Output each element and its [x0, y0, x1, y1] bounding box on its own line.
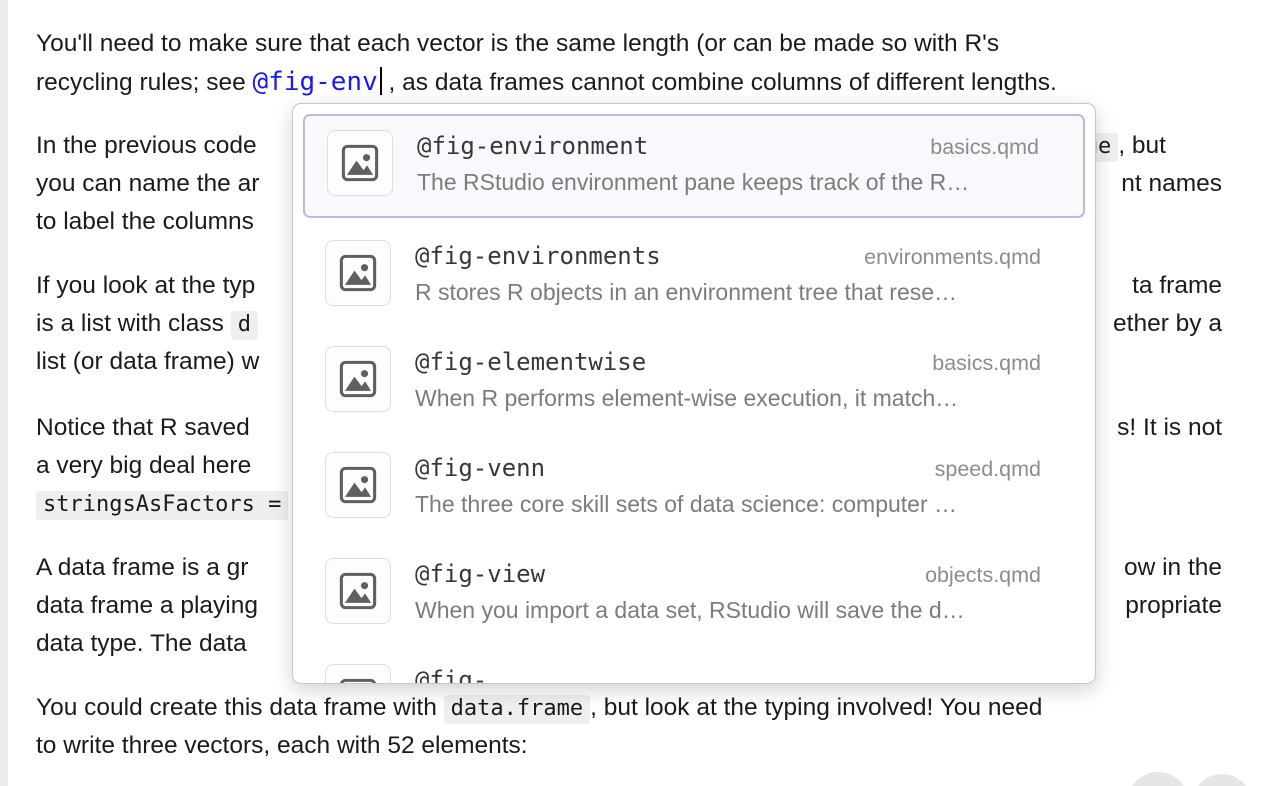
text-line: to label the columns — [36, 203, 1222, 241]
text-fragment: you can name the ar — [36, 170, 260, 197]
item-file: basics.qmd — [932, 351, 1041, 375]
item-label: @fig-elementwise — [415, 348, 647, 376]
image-icon — [327, 130, 393, 196]
text-fragment: data type. The data — [36, 630, 247, 657]
text-fragment: In the previous code — [36, 132, 257, 159]
item-file: speed.qmd — [934, 457, 1041, 481]
item-body: @fig-view objects.qmd When you import a … — [415, 558, 1041, 624]
item-body: @fig-venn speed.qmd The three core skill… — [415, 452, 1041, 518]
text-fragment: recycling rules; see @fig-env , as data … — [36, 63, 1057, 102]
text-line: a very big deal here — [36, 447, 1222, 485]
text-fragment: data frame a playing — [36, 592, 258, 619]
autocomplete-item-partial[interactable]: @fig- — [293, 648, 1095, 684]
text-line: data type. The data — [36, 625, 1222, 663]
text-fragment: , but — [1118, 132, 1166, 159]
item-body: @fig-elementwise basics.qmd When R perfo… — [415, 346, 1041, 412]
floating-button-left[interactable] — [1127, 772, 1189, 786]
text-line: recycling rules; see @fig-env , as data … — [36, 63, 1222, 102]
text-line: If you look at the typ ta frame — [36, 267, 1222, 305]
text-fragment: ether by a — [1113, 310, 1222, 337]
item-description: The three core skill sets of data scienc… — [415, 491, 958, 517]
text-fragment: a very big deal here — [36, 452, 252, 479]
text-fragment: to label the columns — [36, 208, 254, 235]
autocomplete-item-fig-environment[interactable]: @fig-environment basics.qmd The RStudio … — [303, 114, 1085, 218]
figure-reference-typed: @fig-env — [252, 67, 378, 97]
text-line: Notice that R saved s! It is not — [36, 409, 1222, 447]
text-fragment: A data frame is a gr — [36, 554, 249, 581]
text-fragment: You could create this data frame with da… — [36, 689, 1042, 728]
text-fragment: , but look at the typing involved! You n… — [590, 694, 1043, 721]
item-label: @fig-environment — [417, 132, 649, 160]
text-fragment: If you look at the typ — [36, 272, 256, 299]
autocomplete-item-fig-venn[interactable]: @fig-venn speed.qmd The three core skill… — [293, 436, 1095, 542]
text-fragment: is a list with class d — [36, 305, 258, 344]
text-fragment: ow in the — [1123, 554, 1222, 581]
item-file: environments.qmd — [864, 245, 1041, 269]
image-icon — [325, 346, 391, 412]
text-fragment: Notice that R saved — [36, 414, 250, 441]
image-icon — [325, 664, 391, 683]
text-line: A data frame is a gr ow in the — [36, 549, 1222, 587]
item-label: @fig-view — [415, 560, 546, 588]
item-body: @fig-environments environments.qmd R sto… — [415, 240, 1041, 306]
item-description: When you import a data set, RStudio will… — [415, 597, 965, 623]
text-line: to write three vectors, each with 52 ele… — [36, 727, 1222, 765]
text-line: data frame a playing propriate — [36, 587, 1222, 625]
item-file: basics.qmd — [930, 135, 1039, 159]
item-body: @fig-environment basics.qmd The RStudio … — [417, 130, 1039, 196]
text-fragment: nt names — [1121, 170, 1222, 197]
image-icon — [325, 240, 391, 306]
floating-button-right[interactable] — [1192, 774, 1252, 786]
text-line: You'll need to make sure that each vecto… — [36, 25, 1222, 63]
text-fragment: propriate — [1125, 592, 1222, 619]
autocomplete-item-fig-environments[interactable]: @fig-environments environments.qmd R sto… — [293, 224, 1095, 330]
text-line: you can name the ar nt names — [36, 165, 1222, 203]
text-fragment: s! It is not — [1117, 414, 1222, 441]
item-label: @fig-environments — [415, 242, 661, 270]
autocomplete-item-fig-view[interactable]: @fig-view objects.qmd When you import a … — [293, 542, 1095, 648]
text-fragment: list (or data frame) w — [36, 348, 260, 375]
text-fragment: You'll need to make sure that each vecto… — [36, 30, 1000, 57]
text-line: stringsAsFactors = — [36, 485, 1222, 524]
reference-autocomplete-popup: @fig-environment basics.qmd The RStudio … — [292, 103, 1096, 684]
text-fragment: stringsAsFactors = — [36, 485, 289, 524]
item-file: objects.qmd — [925, 563, 1041, 587]
inline-code: data.frame — [443, 695, 591, 724]
text-fragment: , as data frames cannot combine columns … — [381, 69, 1057, 96]
text-line: You could create this data frame with da… — [36, 689, 1222, 728]
window-edge — [0, 0, 8, 786]
image-icon — [325, 558, 391, 624]
text-line: list (or data frame) w — [36, 343, 1222, 381]
item-label: @fig- — [415, 666, 488, 684]
inline-code: d — [230, 311, 258, 340]
image-icon — [325, 452, 391, 518]
text-fragment: recycling rules; see — [36, 69, 253, 96]
text-fragment: to write three vectors, each with 52 ele… — [36, 732, 528, 759]
item-description: The RStudio environment pane keeps track… — [417, 169, 970, 195]
text-fragment: You could create this data frame with — [36, 694, 444, 721]
item-label: @fig-venn — [415, 454, 546, 482]
text-line: is a list with class d ether by a — [36, 305, 1222, 344]
autocomplete-item-fig-elementwise[interactable]: @fig-elementwise basics.qmd When R perfo… — [293, 330, 1095, 436]
text-fragment: ta frame — [1132, 272, 1222, 299]
item-description: R stores R objects in an environment tre… — [415, 279, 958, 305]
item-body: @fig- — [415, 664, 1041, 684]
inline-code: stringsAsFactors = — [36, 491, 289, 520]
text-cursor — [379, 67, 382, 95]
text-fragment: is a list with class — [36, 310, 231, 337]
item-description: When R performs element-wise execution, … — [415, 385, 959, 411]
